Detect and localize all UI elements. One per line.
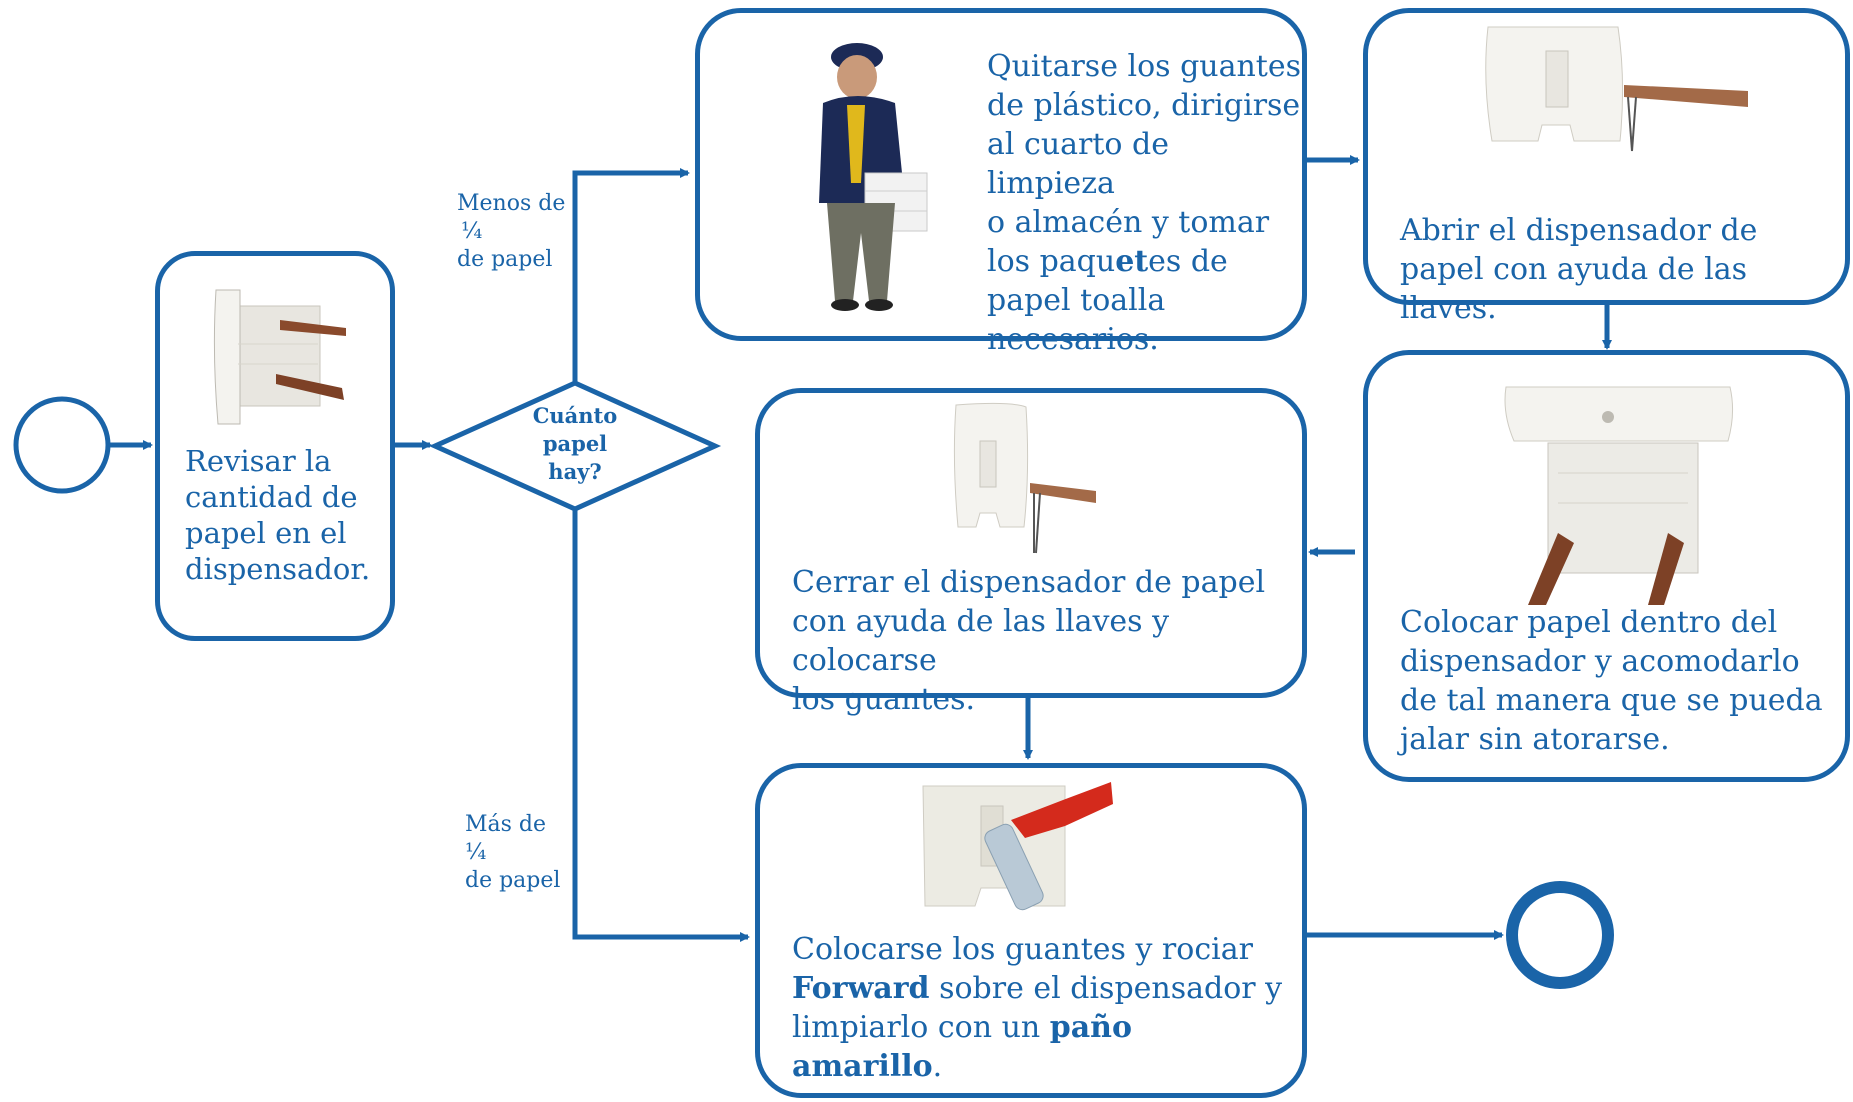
- text-line: papel con ayuda de las llaves.: [1400, 252, 1748, 326]
- decision-line: hay?: [548, 459, 602, 484]
- text-line: Colocar papel dentro del: [1400, 605, 1778, 640]
- dispenser-loading-icon: [1504, 386, 1734, 605]
- dispenser-open-icon: [1485, 26, 1748, 152]
- branch-line: de papel: [457, 247, 553, 272]
- text-line: de plástico, dirigirse: [987, 88, 1301, 123]
- branch-line: ¼: [461, 219, 483, 244]
- text-run-bold: paño: [1049, 1010, 1133, 1045]
- step-colocar-papel: Colocar papel dentro del dispensador y a…: [1363, 350, 1850, 782]
- text-line: dispensador.: [185, 552, 371, 586]
- step-abrir-text: Abrir el dispensador de papel con ayuda …: [1400, 211, 1845, 328]
- text-line: Colocarse los guantes y rociar: [792, 932, 1253, 967]
- text-line: limpiarlo con un paño: [792, 1008, 1282, 1047]
- branch-line: Menos de: [457, 191, 566, 216]
- step-cerrar-text: Cerrar el dispensador de papel con ayuda…: [792, 563, 1302, 719]
- connectors: [108, 155, 1612, 942]
- text-line: Revisar la: [185, 444, 332, 478]
- text-run-bold: amarillo: [792, 1049, 933, 1084]
- text-run-bold: et: [1115, 244, 1149, 279]
- dispenser-closed-icon: [953, 402, 1096, 554]
- text-run: sobre el dispensador y: [929, 971, 1283, 1006]
- step-colocar-papel-text: Colocar papel dentro del dispensador y a…: [1400, 603, 1823, 759]
- end-event-icon: [1506, 881, 1614, 989]
- text-line: amarillo.: [792, 1047, 1282, 1086]
- text-line: papel toalla: [987, 283, 1166, 318]
- edge-decision-more: [572, 510, 750, 942]
- edge-decision-less: [572, 168, 690, 382]
- step-rociar: Colocarse los guantes y rociar Forward s…: [755, 763, 1307, 1098]
- start-event-icon: [13, 396, 111, 494]
- text-line: dispensador y acomodarlo: [1400, 644, 1800, 679]
- branch-label-more: Más de ¼ de papel: [465, 811, 560, 895]
- branch-label-less: Menos de ¼ de papel: [457, 190, 565, 274]
- decision-line: Cuánto: [532, 403, 618, 428]
- text-line: Cerrar el dispensador de papel: [792, 565, 1266, 600]
- dispenser-hands-icon: [213, 289, 346, 425]
- text-run-bold: Forward: [792, 971, 930, 1006]
- text-run: los paqu: [987, 244, 1116, 279]
- text-line: o almacén y tomar: [987, 205, 1270, 240]
- worker-carrying-paper-icon: [819, 43, 928, 311]
- text-line: jalar sin atorarse.: [1400, 722, 1670, 757]
- text-line: los paquetes de: [987, 242, 1302, 281]
- step-revisar-text: Revisar la cantidad de papel en el dispe…: [185, 443, 370, 587]
- text-line: papel en el: [185, 516, 347, 550]
- text-run: .: [932, 1049, 943, 1084]
- decision-line: papel: [542, 431, 608, 456]
- text-line: Forward sobre el dispensador y: [792, 969, 1282, 1008]
- step-revisar: Revisar la cantidad de papel en el dispe…: [155, 251, 395, 641]
- text-line: al cuarto de limpieza: [987, 127, 1169, 201]
- text-line: necesarios.: [987, 322, 1159, 357]
- step-rociar-text: Colocarse los guantes y rociar Forward s…: [792, 930, 1282, 1086]
- decision-label: Cuánto papel hay?: [515, 402, 635, 486]
- text-line: cantidad de: [185, 480, 358, 514]
- branch-line: ¼: [465, 840, 487, 865]
- text-run: limpiarlo con un: [792, 1010, 1050, 1045]
- text-line: Quitarse los guantes: [987, 49, 1302, 84]
- text-line: con ayuda de las llaves y colocarse: [792, 604, 1170, 678]
- text-line: los guantes.: [792, 682, 976, 717]
- text-line: de tal manera que se pueda: [1400, 683, 1823, 718]
- branch-line: de papel: [465, 868, 561, 893]
- branch-line: Más de: [465, 812, 547, 837]
- step-quitar-text: Quitarse los guantes de plástico, dirigi…: [987, 47, 1302, 359]
- step-quitar: Quitarse los guantes de plástico, dirigi…: [695, 8, 1307, 357]
- step-cerrar: Cerrar el dispensador de papel con ayuda…: [755, 388, 1307, 717]
- decision-diamond: [428, 380, 722, 512]
- text-run: es de: [1148, 244, 1228, 279]
- step-abrir: Abrir el dispensador de papel con ayuda …: [1363, 8, 1850, 326]
- text-line: Abrir el dispensador de: [1400, 213, 1758, 248]
- dispenser-spray-icon: [922, 782, 1113, 911]
